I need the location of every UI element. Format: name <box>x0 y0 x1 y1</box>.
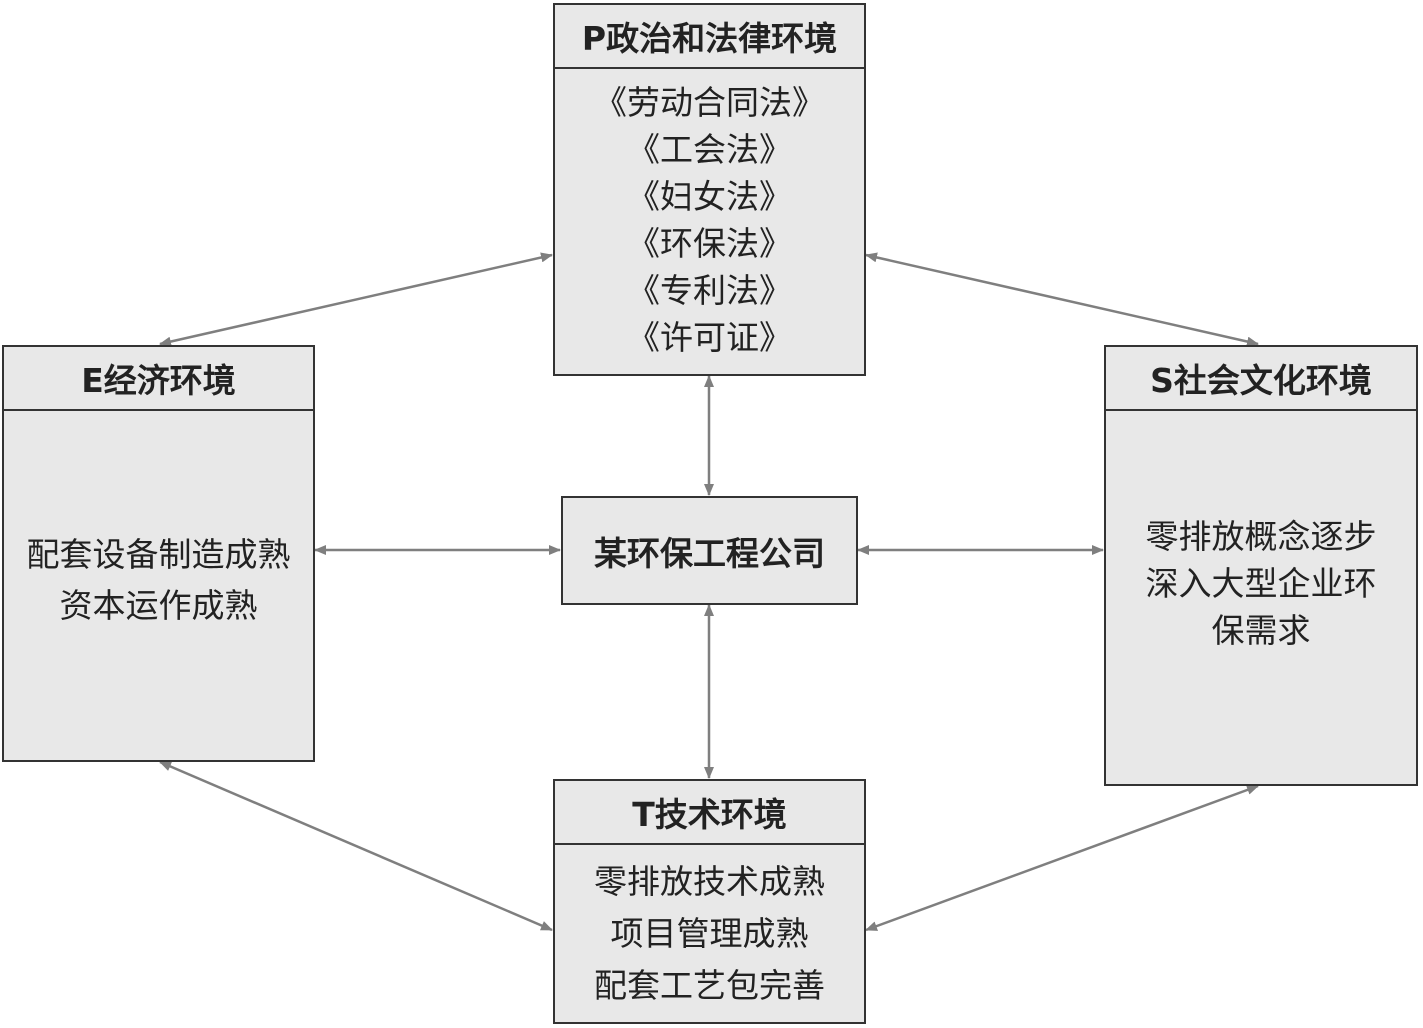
political-box: P政治和法律环境 《劳动合同法》 《工会法》 《妇女法》 《环保法》 《专利法》… <box>553 3 866 376</box>
social-line: 保需求 <box>1211 611 1311 650</box>
political-line: 《许可证》 <box>627 318 792 357</box>
political-line: 《专利法》 <box>627 271 792 310</box>
arrow-political-social <box>865 252 1259 347</box>
political-title: P政治和法律环境 <box>555 5 864 69</box>
technology-line: 零排放技术成熟 <box>594 861 825 901</box>
technology-box: T技术环境 零排放技术成熟 项目管理成熟 配套工艺包完善 <box>553 779 866 1024</box>
arrow-social-technology <box>865 784 1259 932</box>
arrow-economic-technology <box>159 760 553 932</box>
political-line: 《劳动合同法》 <box>594 83 825 122</box>
political-line: 《工会法》 <box>627 130 792 169</box>
technology-line: 项目管理成熟 <box>610 913 809 953</box>
political-line: 《妇女法》 <box>627 177 792 216</box>
social-line: 零排放概念逐步 <box>1145 517 1377 556</box>
economic-line: 资本运作成熟 <box>59 586 258 625</box>
technology-line: 配套工艺包完善 <box>594 965 825 1005</box>
arrow-economic-political <box>159 252 553 347</box>
center-company-box: 某环保工程公司 <box>561 496 858 605</box>
center-company-title: 某环保工程公司 <box>594 533 825 573</box>
economic-line: 配套设备制造成熟 <box>26 535 291 574</box>
political-line: 《环保法》 <box>627 224 792 263</box>
social-line: 深入大型企业环 <box>1145 564 1377 603</box>
economic-box: E经济环境 配套设备制造成熟 资本运作成熟 <box>2 345 315 762</box>
economic-title: E经济环境 <box>4 347 313 411</box>
social-title: S社会文化环境 <box>1106 347 1416 411</box>
technology-title: T技术环境 <box>555 781 864 845</box>
social-box: S社会文化环境 零排放概念逐步 深入大型企业环 保需求 <box>1104 345 1418 786</box>
